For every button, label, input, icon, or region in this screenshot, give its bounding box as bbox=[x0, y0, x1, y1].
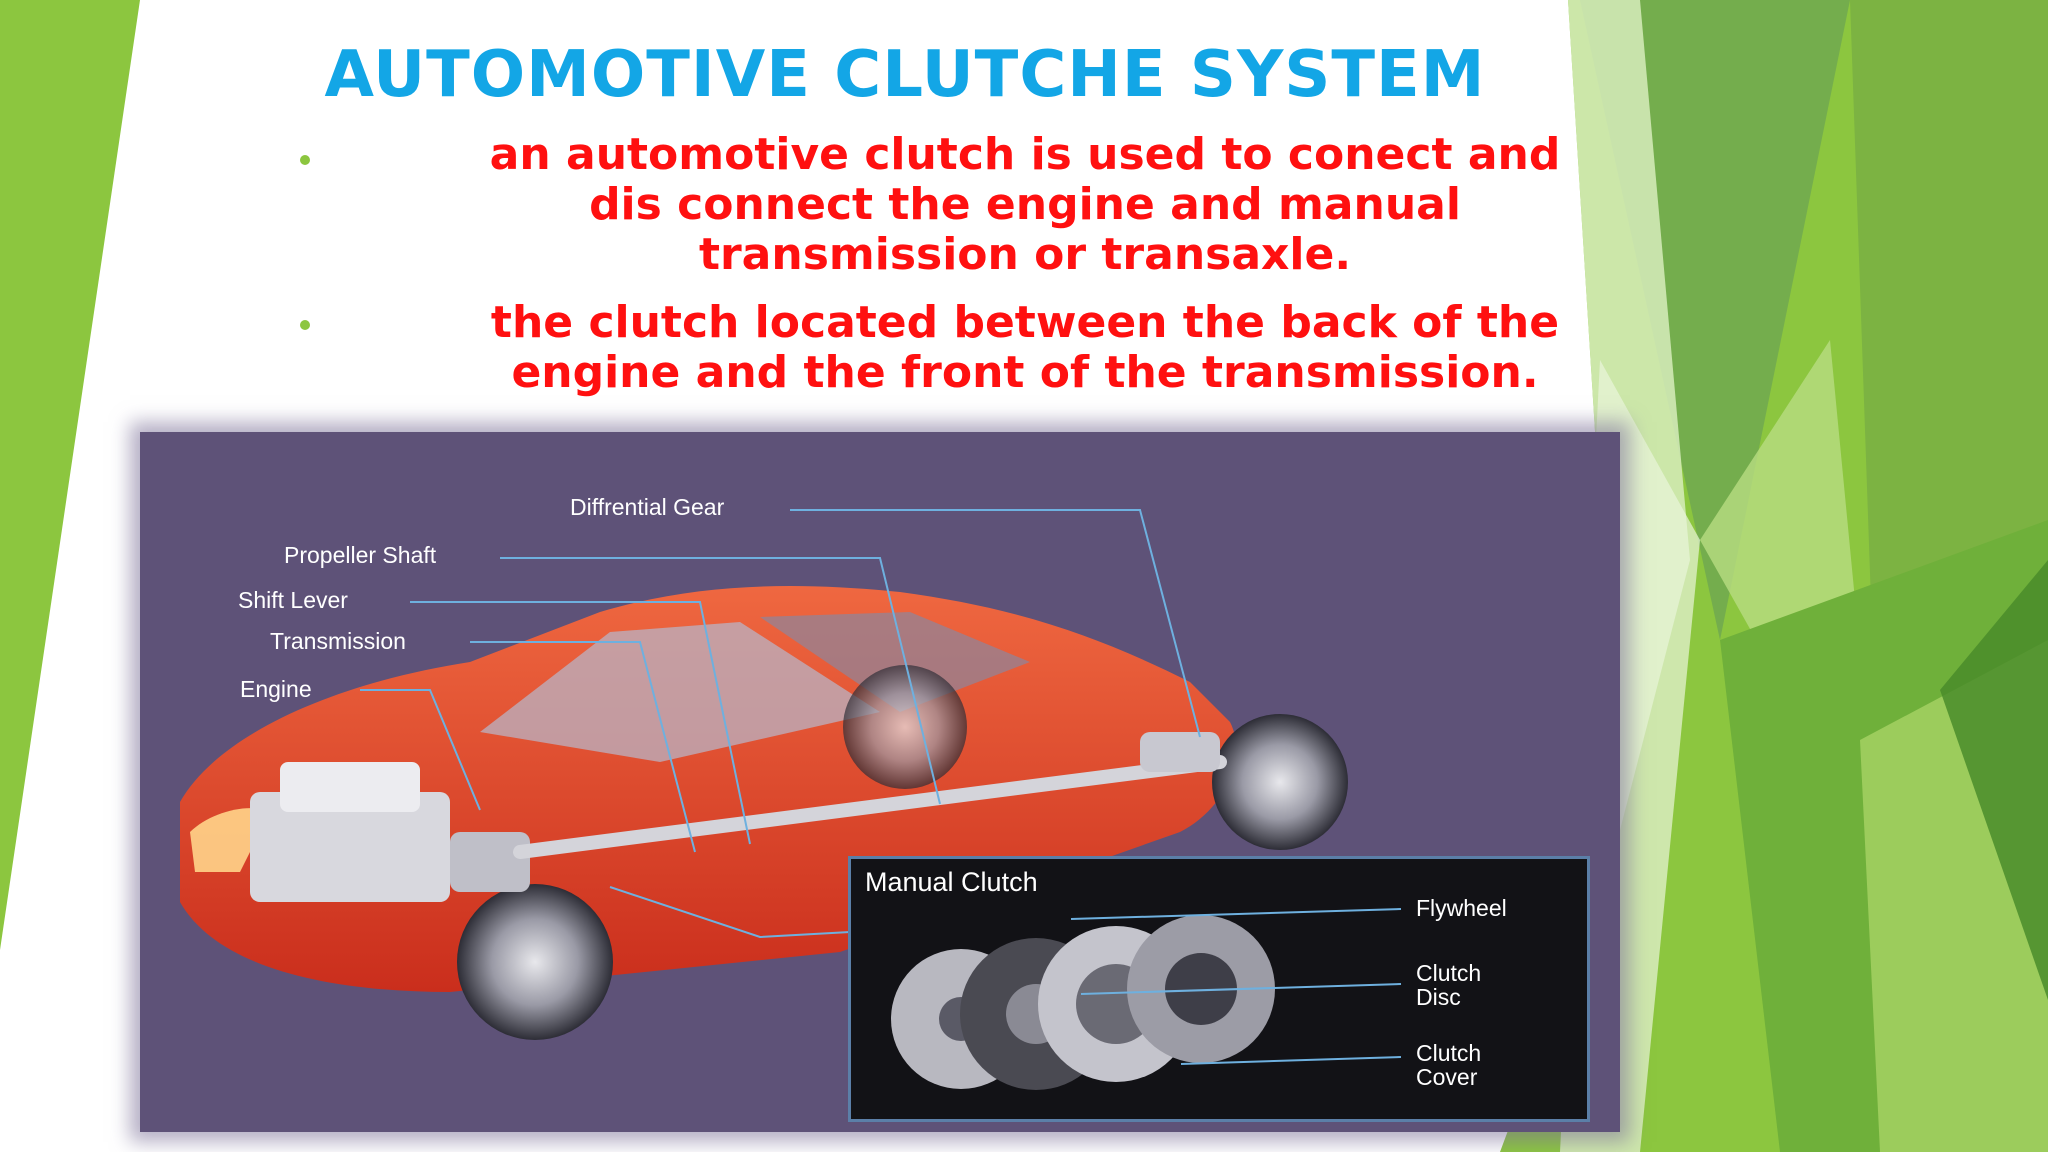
clutch-parts-illustration bbox=[891, 908, 1402, 1090]
label-clutch-cover: Clutch Cover bbox=[1416, 1040, 1482, 1090]
callout-propeller-shaft: Propeller Shaft bbox=[284, 542, 437, 568]
manual-clutch-inset: Manual Clutch Flywheel Clutch Disc Clutc… bbox=[848, 856, 1590, 1122]
bullet-dot-2 bbox=[300, 320, 310, 330]
slide-title: AUTOMOTIVE CLUTCHE SYSTEM bbox=[324, 38, 1486, 112]
callout-differential-gear: Diffrential Gear bbox=[570, 494, 725, 520]
label-flywheel: Flywheel bbox=[1416, 895, 1507, 921]
callout-transmission: Transmission bbox=[270, 628, 406, 654]
label-clutch-disc: Clutch Disc bbox=[1416, 960, 1482, 1010]
clutch-diagram-figure: Diffrential Gear Propeller Shaft Shift L… bbox=[140, 432, 1620, 1132]
callout-engine: Engine bbox=[240, 676, 312, 702]
callout-shift-lever: Shift Lever bbox=[238, 587, 348, 613]
manual-clutch-title: Manual Clutch bbox=[865, 867, 1038, 897]
bullet-text-2: the clutch located between the back of t… bbox=[490, 297, 1560, 398]
bullet-text-1: an automotive clutch is used to conect a… bbox=[489, 129, 1561, 280]
bullet-dot-1 bbox=[300, 155, 310, 165]
